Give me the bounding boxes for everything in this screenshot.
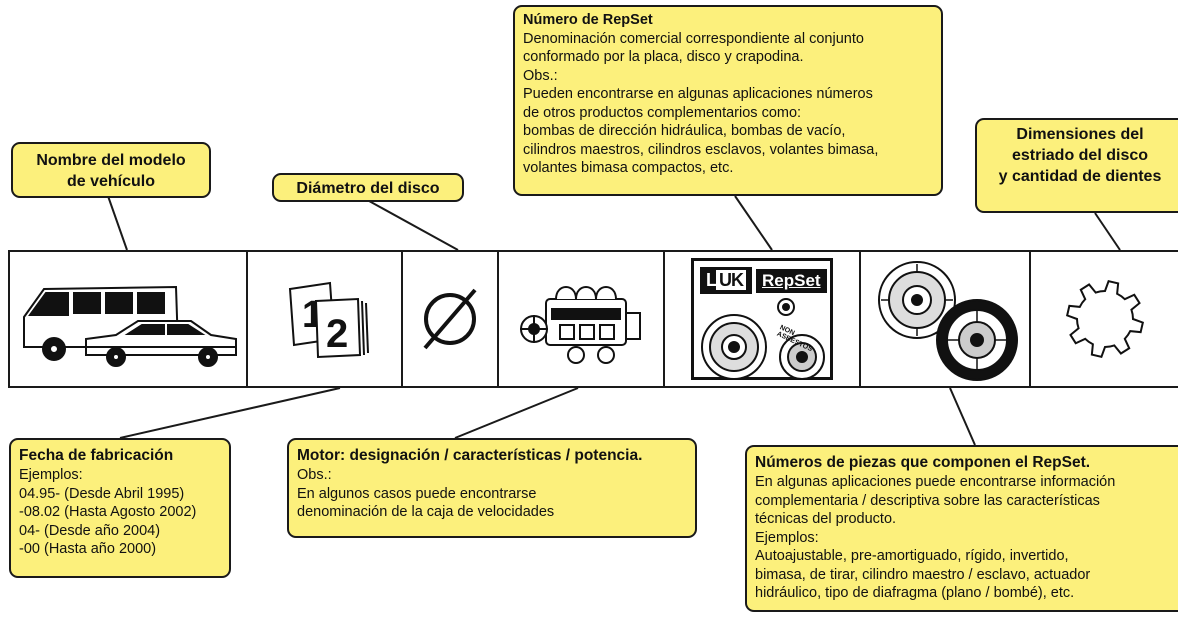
date-body-line: 04- (Desde año 2004) — [19, 522, 161, 539]
parts-body-line: complementaria / descriptiva sobre las c… — [755, 492, 1100, 509]
cell-calendar: 1 2 — [248, 252, 403, 386]
repset-body-line: cilindros maestros, cilindros esclavos, … — [523, 141, 879, 158]
cell-engine — [499, 252, 665, 386]
calendar-icon: 1 2 — [288, 281, 369, 359]
repset-body-line: bombas de dirección hidráulica, bombas d… — [523, 123, 846, 139]
callout-repset-title: Número de RepSet — [523, 12, 653, 28]
parts-body-line: bimasa, de tirar, cilindro maestro / esc… — [755, 566, 1091, 583]
connector-diameter — [359, 195, 459, 251]
date-body-line: -08.02 (Hasta Agosto 2002) — [19, 504, 197, 520]
parts-body-line: técnicas del producto. — [755, 511, 897, 527]
repset-body-line: conformado por la placa, disco y crapodi… — [523, 49, 804, 65]
repset-body-line: Denominación comercial correspondiente a… — [523, 30, 864, 47]
callout-manufacture-date: Fecha de fabricación Ejemplos: 04.95- (D… — [9, 438, 231, 578]
icon-strip: 1 2 — [8, 250, 1178, 388]
luk-uk: UK — [716, 270, 746, 290]
vehicles-icon — [22, 285, 237, 367]
svg-text:2: 2 — [326, 312, 348, 356]
callout-repset-number: Número de RepSet Denominación comercial … — [513, 5, 943, 196]
callout-engine-title: Motor: designación / características / p… — [297, 447, 643, 464]
date-body-line: Ejemplos: — [19, 467, 83, 483]
engine-icon — [520, 286, 641, 364]
callout-spline-line-2: estriado del disco — [1011, 147, 1149, 164]
callout-parts-title: Números de piezas que componen el RepSet… — [755, 454, 1091, 471]
callout-parts-numbers: Números de piezas que componen el RepSet… — [745, 445, 1178, 612]
parts-body-line: Autoajustable, pre-amortiguado, rígido, … — [755, 548, 1069, 564]
diameter-icon — [423, 288, 477, 350]
callout-spline-line-1: Dimensiones del — [1016, 126, 1144, 143]
parts-body-line: Ejemplos: — [755, 529, 819, 546]
callout-date-title: Fecha de fabricación — [19, 447, 174, 464]
luk-l: L — [706, 270, 717, 290]
parts-body-line: En algunas aplicaciones puede encontrars… — [755, 474, 1116, 490]
repset-body-line: Pueden encontrarse en algunas aplicacion… — [523, 86, 873, 102]
callout-spline-dimensions: Dimensiones del estriado del disco y can… — [975, 118, 1178, 213]
connector-vehicle — [107, 195, 128, 251]
repset-logo: RepSet — [756, 268, 827, 293]
repset-body-line: de otros productos complementarios como: — [523, 104, 802, 121]
parts-body-line: hidráulico, tipo de diafragma (plano / b… — [755, 585, 1075, 601]
engine-body-line: denominación de la caja de velocidades — [297, 504, 555, 520]
clutch-kit-icon — [701, 298, 825, 380]
callout-vehicle-line-2: de vehículo — [66, 173, 156, 190]
cell-vehicles — [10, 252, 248, 386]
date-body-line: -00 (Hasta año 2000) — [19, 541, 157, 557]
repset-body-line: volantes bimasa compactos, etc. — [523, 160, 734, 176]
spline-gear-icon — [1065, 279, 1144, 359]
cell-spline — [1031, 252, 1178, 386]
callout-disc-diameter: Diámetro del disco — [272, 173, 464, 202]
connector-engine — [454, 387, 579, 439]
callout-vehicle-model: Nombre del modelo de vehículo — [11, 142, 211, 198]
callout-diameter-title: Diámetro del disco — [296, 180, 440, 197]
cell-clutch-parts — [861, 252, 1031, 386]
connector-repset-number — [734, 195, 773, 251]
cell-diameter — [403, 252, 499, 386]
connector-date — [119, 387, 341, 439]
clutch-parts-icon — [878, 261, 1018, 381]
engine-body-line: En algunos casos puede encontrarse — [297, 485, 537, 502]
connector-spline — [1094, 212, 1121, 251]
callout-spline-line-3: y cantidad de dientes — [998, 168, 1162, 185]
engine-body-line: Obs.: — [297, 467, 332, 483]
repset-body-line: Obs.: — [523, 67, 558, 84]
date-body-line: 04.95- (Desde Abril 1995) — [19, 485, 185, 502]
callout-engine: Motor: designación / características / p… — [287, 438, 697, 538]
connector-parts — [949, 387, 976, 446]
callout-vehicle-line-1: Nombre del modelo — [36, 152, 186, 169]
